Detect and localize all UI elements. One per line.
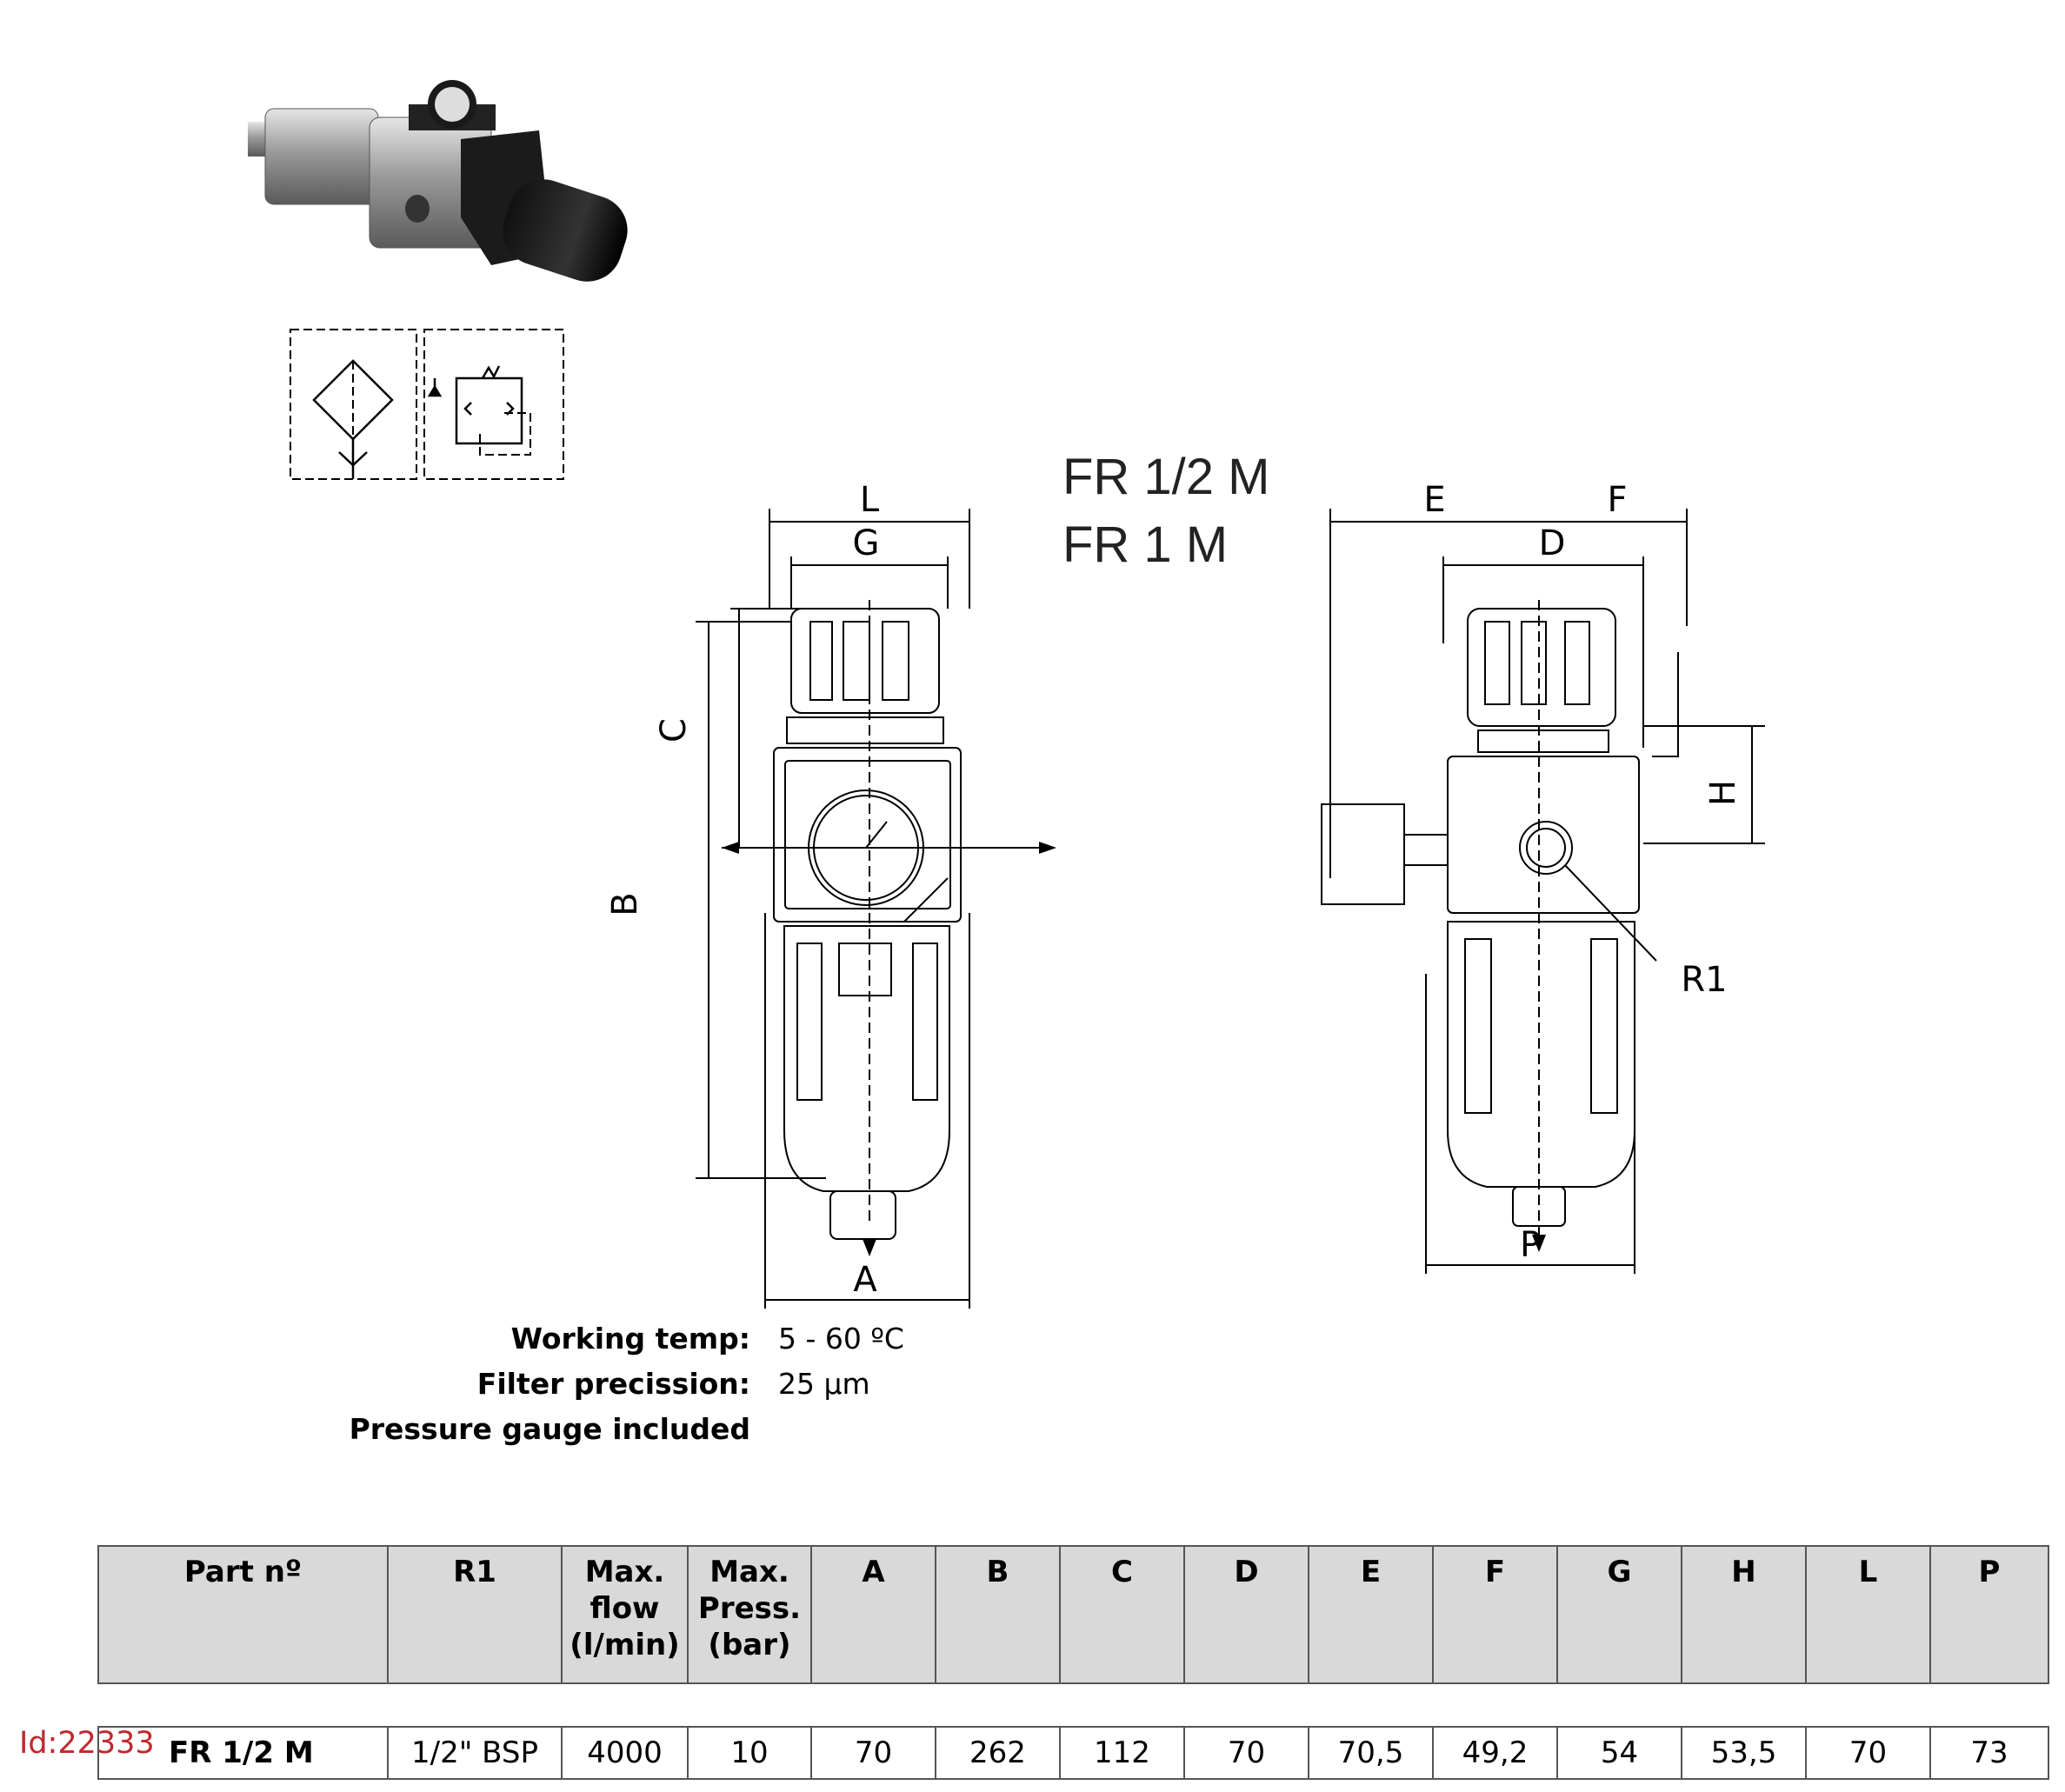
dim-label-g: G bbox=[853, 523, 880, 563]
cell-g: 54 bbox=[1556, 1726, 1682, 1780]
column-header: Part nº bbox=[97, 1545, 389, 1684]
cell-a: 70 bbox=[810, 1726, 936, 1780]
spec-value: 25 µm bbox=[778, 1367, 870, 1401]
front-view-drawing: L G C B A bbox=[605, 480, 1056, 1309]
cell-h: 53,5 bbox=[1681, 1726, 1807, 1780]
column-header: P bbox=[1929, 1545, 2049, 1684]
dim-label-a: A bbox=[853, 1260, 877, 1300]
spec-label: Filter precission: bbox=[476, 1367, 750, 1401]
parts-table: Part nº R1 Max.flow(l/min) Max.Press.(ba… bbox=[97, 1545, 2049, 1780]
column-header: E bbox=[1308, 1545, 1434, 1684]
cell-max-flow: 4000 bbox=[561, 1726, 689, 1780]
column-header: C bbox=[1059, 1545, 1185, 1684]
column-header: G bbox=[1556, 1545, 1682, 1684]
column-header: H bbox=[1681, 1545, 1807, 1684]
dim-label-d: D bbox=[1539, 523, 1566, 563]
column-header: Max.Press.(bar) bbox=[687, 1545, 812, 1684]
cell-p: 73 bbox=[1929, 1726, 2049, 1780]
column-header: R1 bbox=[387, 1545, 563, 1684]
dim-label-f: F bbox=[1607, 480, 1627, 520]
cell-c: 112 bbox=[1059, 1726, 1185, 1780]
cell-d: 70 bbox=[1183, 1726, 1309, 1780]
cell-l: 70 bbox=[1805, 1726, 1931, 1780]
table-row: FR 1/2 M 1/2" BSP 4000 10 70 262 112 70 … bbox=[97, 1726, 2049, 1780]
side-view-drawing: E F D H R1 P bbox=[1321, 480, 1765, 1274]
dim-label-r1: R1 bbox=[1681, 960, 1727, 1000]
filter-regulator-symbol bbox=[290, 329, 564, 480]
part-number: FR 1/2 M bbox=[97, 1726, 389, 1780]
table-header-row: Part nº R1 Max.flow(l/min) Max.Press.(ba… bbox=[97, 1545, 2049, 1684]
column-header: F bbox=[1432, 1545, 1558, 1684]
cell-f: 49,2 bbox=[1432, 1726, 1558, 1780]
product-photo bbox=[248, 80, 628, 282]
cell-max-press: 10 bbox=[687, 1726, 812, 1780]
dim-label-e: E bbox=[1423, 480, 1445, 520]
model-title-line: FR 1/2 M bbox=[1062, 449, 1270, 505]
table-spacer-row bbox=[98, 1682, 2048, 1728]
cell-e: 70,5 bbox=[1308, 1726, 1434, 1780]
spec-label: Working temp: bbox=[510, 1322, 750, 1356]
model-title: FR 1/2 M FR 1 M bbox=[1062, 443, 1270, 579]
column-header: Max.flow(l/min) bbox=[561, 1545, 689, 1684]
dim-label-h: H bbox=[1703, 780, 1743, 806]
cell-r1: 1/2" BSP bbox=[387, 1726, 563, 1780]
column-header: A bbox=[810, 1545, 936, 1684]
dim-label-l: L bbox=[860, 480, 880, 520]
model-title-line: FR 1 M bbox=[1062, 516, 1229, 573]
dim-label-b: B bbox=[605, 892, 645, 916]
dim-label-c: C bbox=[654, 718, 694, 743]
row-id-label: Id:22333 bbox=[19, 1726, 155, 1761]
spec-label: Pressure gauge included bbox=[349, 1412, 750, 1446]
spec-value: 5 - 60 ºC bbox=[778, 1322, 904, 1356]
column-header: B bbox=[935, 1545, 1061, 1684]
cell-b: 262 bbox=[935, 1726, 1061, 1780]
dim-label-p: P bbox=[1520, 1225, 1541, 1265]
column-header: L bbox=[1805, 1545, 1931, 1684]
column-header: D bbox=[1183, 1545, 1309, 1684]
